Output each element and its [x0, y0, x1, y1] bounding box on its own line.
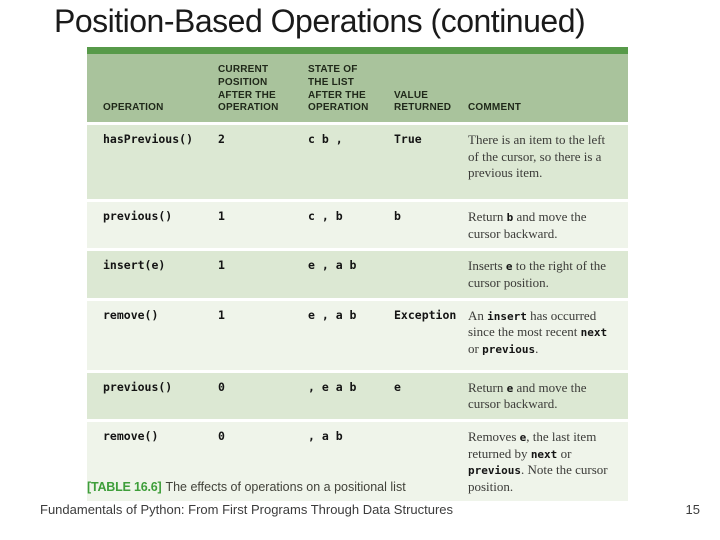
- table-header-row: OPERATION CURRENT POSITION AFTER THE OPE…: [87, 54, 628, 123]
- column-header-current-position: CURRENT POSITION AFTER THE OPERATION: [218, 64, 279, 114]
- comment-cell: Return e and move the cursor backward.: [468, 379, 587, 412]
- value-cell: Exception: [394, 307, 457, 322]
- page-title: Position-Based Operations (continued): [54, 3, 586, 39]
- table-row: insert(e) 1 e , a b Inserts e to the rig…: [87, 251, 628, 298]
- state-cell: , e a b: [308, 379, 357, 394]
- column-header-value-returned: VALUE RETURNED: [394, 89, 452, 114]
- table-row: remove() 0 , a b Removes e, the last ite…: [87, 421, 628, 502]
- operation-cell: hasPrevious(): [103, 132, 194, 147]
- footer-book-title: Fundamentals of Python: From First Progr…: [40, 502, 454, 517]
- position-cell: 2: [218, 132, 225, 147]
- table-caption-text: The effects of operations on a positiona…: [165, 480, 406, 494]
- operation-cell: insert(e): [103, 258, 166, 273]
- value-cell: e: [394, 379, 401, 394]
- position-cell: 1: [218, 209, 225, 224]
- value-cell: True: [394, 132, 422, 147]
- inline-code: b: [506, 211, 514, 225]
- column-header-operation: OPERATION: [103, 102, 164, 114]
- table-top-bar: [87, 47, 628, 54]
- column-header-comment: COMMENT: [468, 102, 522, 114]
- comment-cell: Removes e, the last item returned by nex…: [468, 428, 608, 494]
- inline-code: insert: [487, 309, 527, 323]
- state-cell: e , a b: [308, 258, 357, 273]
- table-caption-label: [TABLE 16.6]: [87, 480, 162, 494]
- operation-cell: previous(): [103, 379, 173, 394]
- position-cell: 1: [218, 258, 225, 273]
- state-cell: c , b: [308, 209, 343, 224]
- position-cell: 0: [218, 428, 225, 443]
- table-row: previous() 0 , e a b e Return e and move…: [87, 372, 628, 419]
- table-row: hasPrevious() 2 c b , True There is an i…: [87, 125, 628, 200]
- state-cell: e , a b: [308, 307, 357, 322]
- value-cell: b: [394, 209, 401, 224]
- position-cell: 0: [218, 379, 225, 394]
- value-cell: [394, 258, 468, 291]
- operation-cell: remove(): [103, 428, 159, 443]
- operations-table: OPERATION CURRENT POSITION AFTER THE OPE…: [87, 47, 628, 504]
- inline-code: previous: [482, 342, 536, 356]
- table-caption: [TABLE 16.6]The effects of operations on…: [87, 480, 406, 494]
- inline-code: previous: [468, 464, 521, 478]
- comment-cell: Return b and move the cursor backward.: [468, 209, 587, 241]
- slide-footer: Fundamentals of Python: From First Progr…: [40, 502, 700, 517]
- inline-code: e: [506, 381, 514, 395]
- inline-code: next: [580, 326, 608, 340]
- state-cell: c b ,: [308, 132, 343, 147]
- comment-cell: An insert has occurred since the most re…: [468, 307, 608, 356]
- comment-cell: There is an item to the left of the curs…: [468, 132, 606, 181]
- operation-cell: previous(): [103, 209, 173, 224]
- column-header-state-of-list: STATE OF THE LIST AFTER THE OPERATION: [308, 64, 369, 114]
- inline-code: e: [505, 260, 513, 274]
- table-row: remove() 1 e , a b Exception An insert h…: [87, 300, 628, 370]
- inline-code: e: [519, 430, 527, 444]
- operation-cell: remove(): [103, 307, 159, 322]
- state-cell: , a b: [308, 428, 343, 443]
- inline-code: next: [530, 447, 558, 461]
- position-cell: 1: [218, 307, 225, 322]
- comment-cell: Inserts e to the right of the cursor pos…: [468, 258, 607, 291]
- table-row: previous() 1 c , b b Return b and move t…: [87, 202, 628, 249]
- footer-page-number: 15: [685, 502, 700, 517]
